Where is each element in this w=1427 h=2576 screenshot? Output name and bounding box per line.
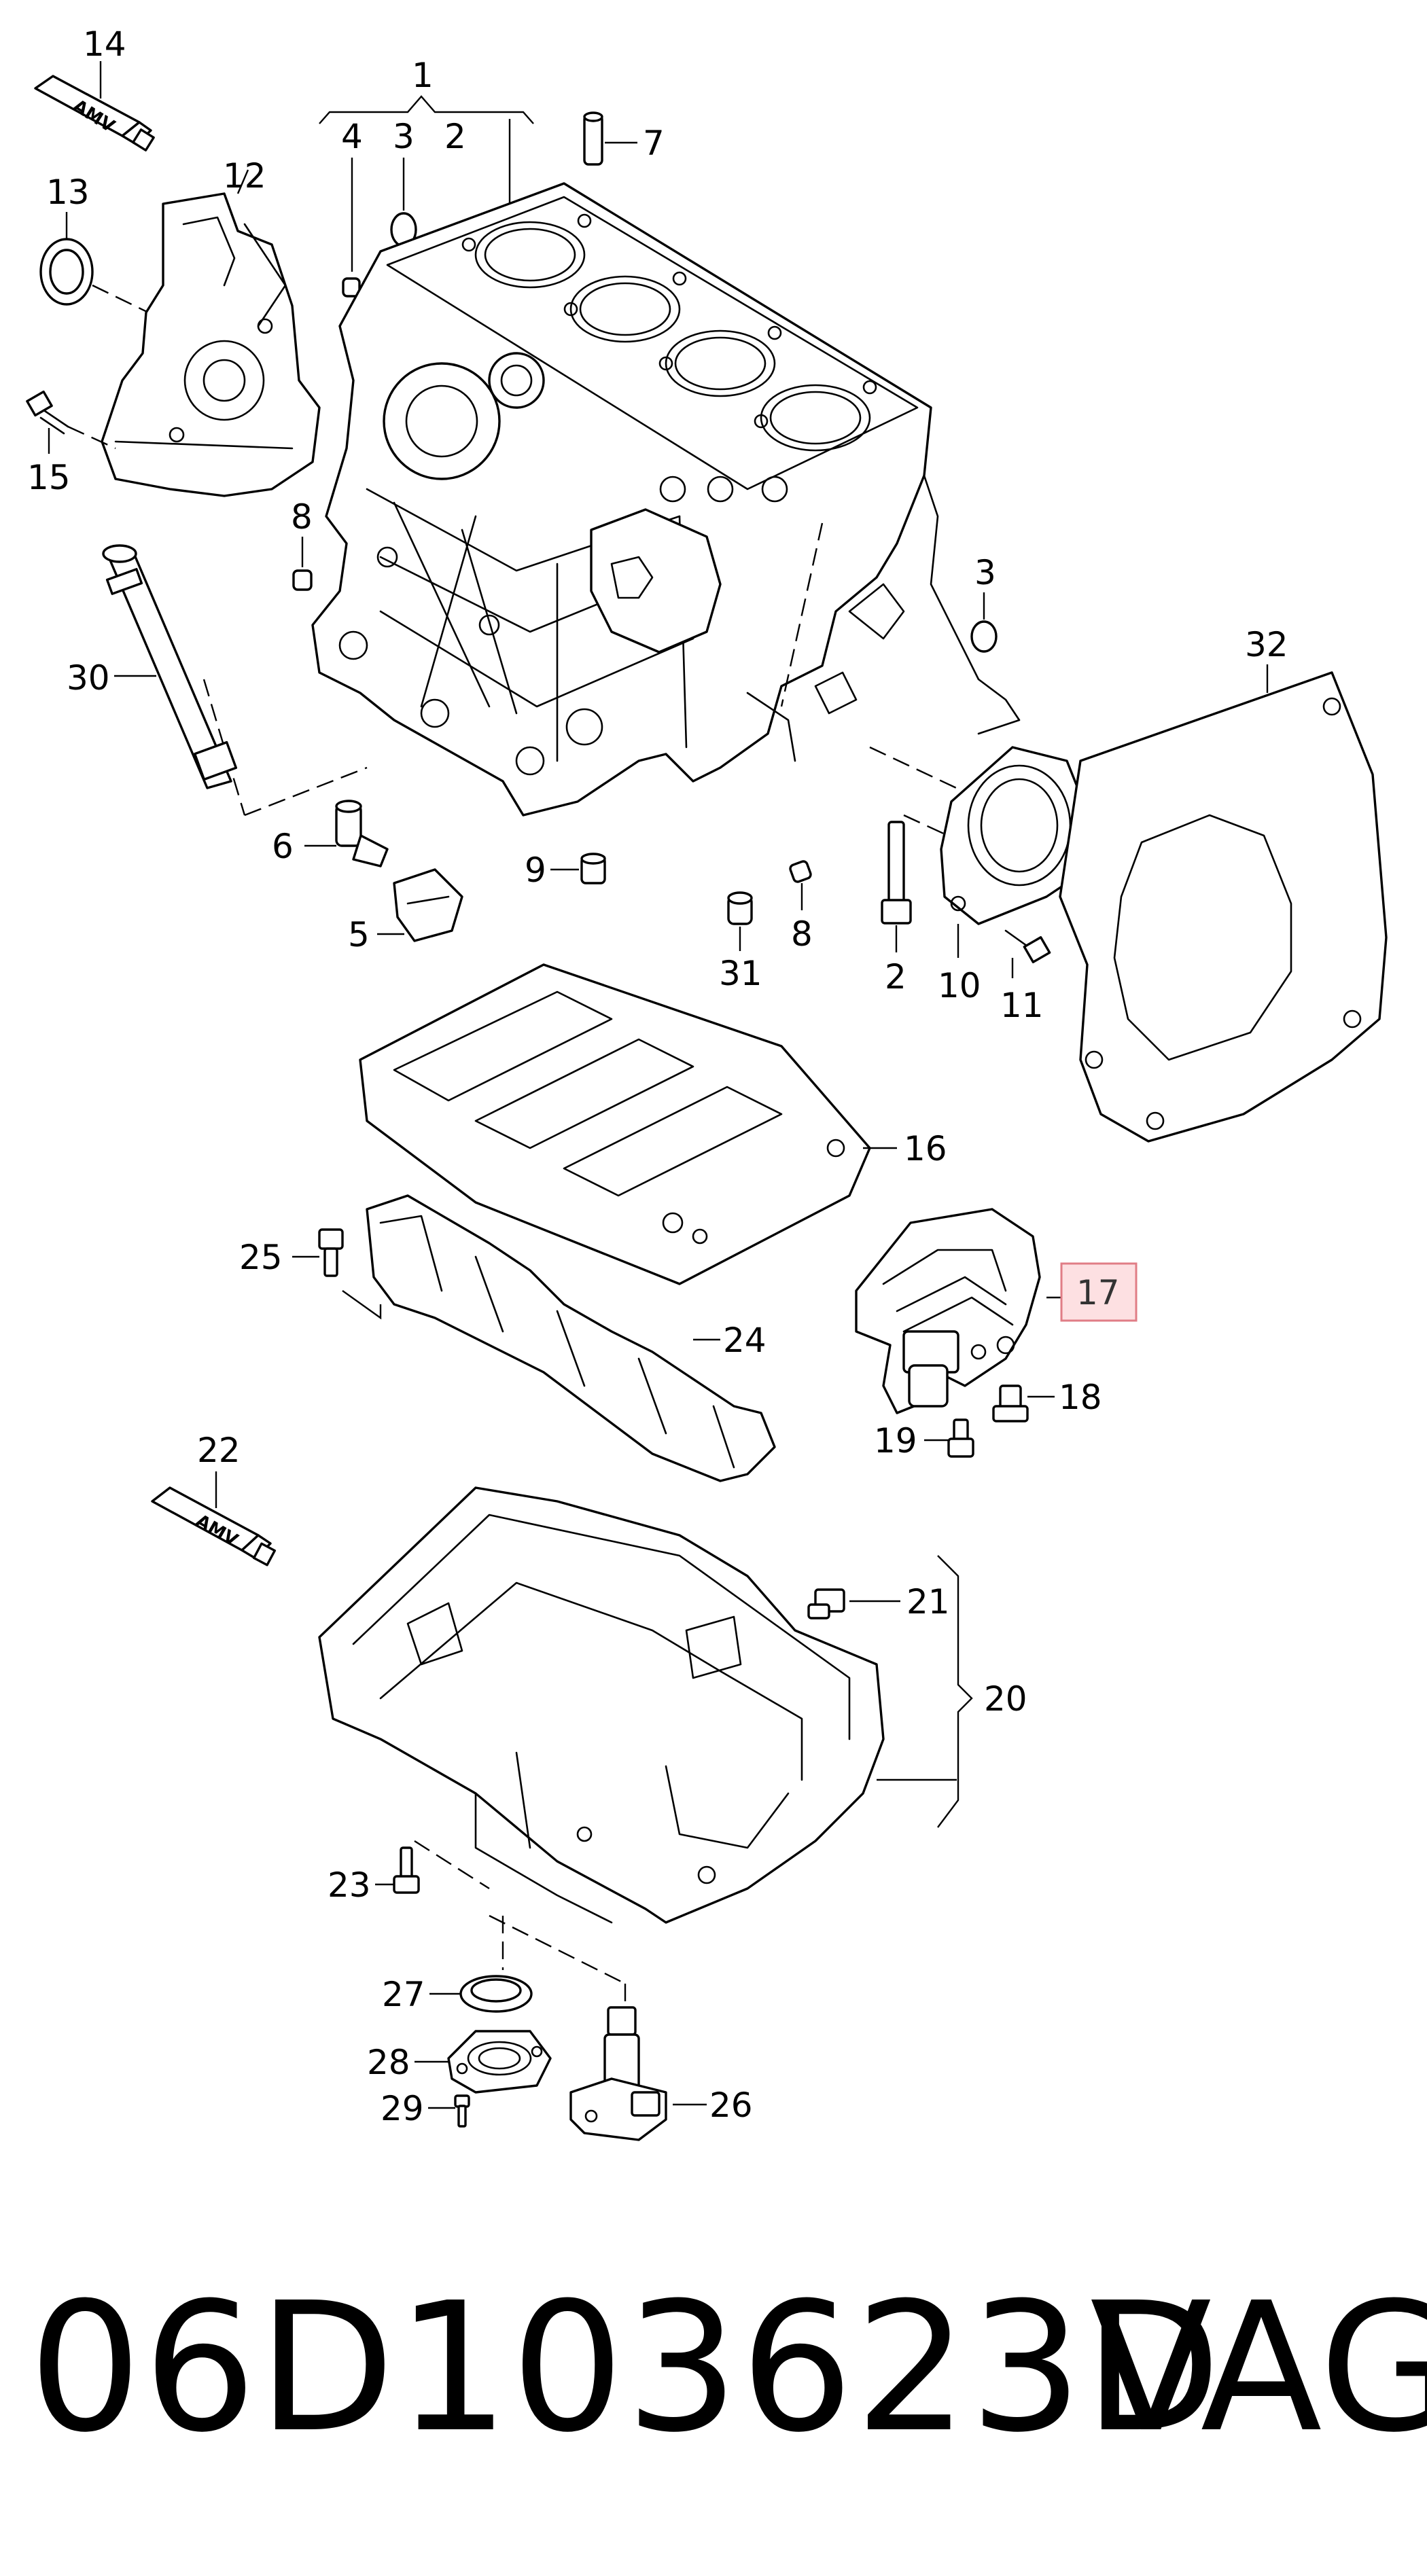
callout-22: 22 xyxy=(197,1431,241,1470)
bolt-15[interactable] xyxy=(26,390,116,454)
sealant-tube-22[interactable]: AMV xyxy=(151,1471,277,1567)
dowel-8b[interactable] xyxy=(789,860,812,910)
bolt-2[interactable] xyxy=(881,821,912,952)
callout-7: 7 xyxy=(643,124,665,163)
callout-10: 10 xyxy=(938,966,981,1005)
bushing-31[interactable] xyxy=(727,891,753,951)
seal-ring-27[interactable] xyxy=(429,1975,533,2013)
seal-ring-13[interactable] xyxy=(39,212,191,334)
callout-19: 19 xyxy=(874,1421,917,1461)
gasket-plate-32[interactable] xyxy=(1059,664,1388,1143)
dipstick-tube-30[interactable] xyxy=(102,544,238,789)
clip-5[interactable] xyxy=(377,868,463,942)
bolt-25[interactable] xyxy=(292,1228,382,1320)
bracket-1 xyxy=(319,95,534,204)
callout-32: 32 xyxy=(1245,625,1288,664)
callout-2b: 2 xyxy=(885,957,906,997)
bolt-23[interactable] xyxy=(375,1840,490,1894)
drain-plug-21[interactable] xyxy=(807,1588,900,1620)
guide-line xyxy=(489,1914,626,1985)
gasket-16[interactable] xyxy=(359,963,897,1285)
part-number: 06D103623D xyxy=(29,2264,1223,2471)
callout-12: 12 xyxy=(223,156,266,196)
callout-24: 24 xyxy=(723,1321,767,1360)
plug-3b[interactable] xyxy=(970,592,998,653)
callout-3a: 3 xyxy=(393,117,415,156)
sealant-tube-14[interactable]: AMV xyxy=(34,61,155,151)
callout-8a: 8 xyxy=(291,497,313,537)
callout-23: 23 xyxy=(328,1865,371,1905)
callout-18: 18 xyxy=(1059,1378,1102,1417)
highlight-box-17 xyxy=(1060,1262,1138,1322)
plug-9[interactable] xyxy=(550,853,606,884)
bolt-19[interactable] xyxy=(924,1418,974,1458)
callout-20: 20 xyxy=(984,1679,1027,1719)
guide-line xyxy=(202,679,246,816)
dowel-pin-4[interactable] xyxy=(342,158,361,298)
flange-28[interactable] xyxy=(415,2030,552,2094)
callout-25: 25 xyxy=(239,1238,283,1277)
bolt-18[interactable] xyxy=(992,1384,1055,1423)
seal-flange-10[interactable] xyxy=(940,746,1095,958)
callout-21: 21 xyxy=(906,1582,950,1622)
callout-29: 29 xyxy=(381,2089,424,2128)
guide-line xyxy=(244,766,368,817)
front-cover-12[interactable] xyxy=(101,169,321,497)
plug-3[interactable] xyxy=(390,158,417,247)
callout-15: 15 xyxy=(27,458,71,497)
guide-line xyxy=(780,522,824,707)
callout-16: 16 xyxy=(904,1129,947,1168)
callout-8b: 8 xyxy=(791,914,813,954)
oil-pan-20[interactable] xyxy=(318,1486,973,1924)
bolt-11[interactable] xyxy=(1004,929,1051,978)
callout-17: 17 xyxy=(1076,1273,1120,1312)
callout-14: 14 xyxy=(83,24,126,64)
oil-pump-17[interactable] xyxy=(855,1208,1074,1414)
callout-1: 1 xyxy=(412,56,434,95)
callout-6: 6 xyxy=(272,827,294,866)
callout-3b: 3 xyxy=(974,553,996,592)
brand-name: VAG xyxy=(1090,2264,1427,2471)
callout-26: 26 xyxy=(709,2086,753,2125)
screw-29[interactable] xyxy=(428,2094,470,2128)
oil-level-sensor-26[interactable] xyxy=(569,2006,707,2141)
callout-30: 30 xyxy=(67,658,110,698)
callout-5: 5 xyxy=(348,915,370,954)
callout-2a: 2 xyxy=(444,117,466,156)
callout-31: 31 xyxy=(719,954,762,993)
callout-9: 9 xyxy=(525,851,546,890)
callout-4: 4 xyxy=(341,117,363,156)
callout-27: 27 xyxy=(382,1975,425,2014)
callout-28: 28 xyxy=(367,2043,410,2082)
baffle-plate-24[interactable] xyxy=(366,1194,776,1482)
engine-block-1[interactable] xyxy=(311,182,1021,817)
callout-11: 11 xyxy=(1000,986,1044,1025)
oil-spray-jet-6[interactable] xyxy=(304,800,389,867)
dowel-8a[interactable] xyxy=(292,537,313,591)
stud-7[interactable] xyxy=(583,111,637,166)
callout-13: 13 xyxy=(46,173,90,212)
